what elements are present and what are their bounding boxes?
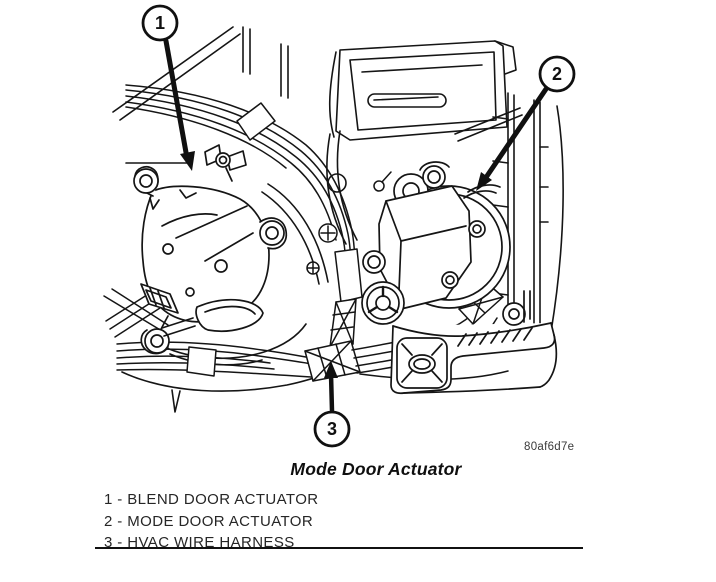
- figure-title: Mode Door Actuator: [290, 459, 462, 479]
- legend-item-hvac-wire-harness: 3 - HVAC WIRE HARNESS: [104, 534, 295, 551]
- callout-1-number: 1: [155, 13, 165, 33]
- callout-2-arrowhead: [476, 172, 492, 191]
- legend-item-mode-door-actuator: 2 - MODE DOOR ACTUATOR: [104, 512, 314, 530]
- callouts: 1 2 3: [141, 4, 576, 448]
- legend-item-blend-door-actuator: 1 - BLEND DOOR ACTUATOR: [104, 491, 319, 508]
- fastener-details-drawing: [306, 171, 392, 275]
- callout-3-circle: [313, 410, 351, 448]
- callout-2-number: 2: [552, 64, 562, 84]
- callout-1-circle: [141, 4, 179, 42]
- callout-3-arrowhead: [324, 361, 338, 378]
- callout-1: 1: [141, 4, 195, 171]
- callout-2-arrow: [484, 86, 549, 179]
- legend: 1 - BLEND DOOR ACTUATOR 2 - MODE DOOR AC…: [104, 489, 319, 554]
- blend-door-actuator-drawing: [133, 144, 288, 355]
- mode-door-actuator-drawing: [361, 161, 558, 395]
- legend-divider: [95, 547, 583, 549]
- callout-3-number: 3: [327, 419, 337, 439]
- technical-illustration: 1 2 3: [103, 4, 576, 448]
- callout-1-arrow: [163, 38, 190, 161]
- hvac-housing-drawing: [112, 26, 564, 413]
- callout-3: 3: [313, 361, 351, 448]
- callout-2-circle: [538, 55, 576, 93]
- callout-3-arrow: [328, 371, 335, 414]
- figure-code: 80af6d7e: [524, 441, 575, 453]
- hvac-wire-harness-drawing: [103, 84, 509, 382]
- callout-1-arrowhead: [180, 151, 195, 171]
- callout-2: 2: [476, 55, 576, 191]
